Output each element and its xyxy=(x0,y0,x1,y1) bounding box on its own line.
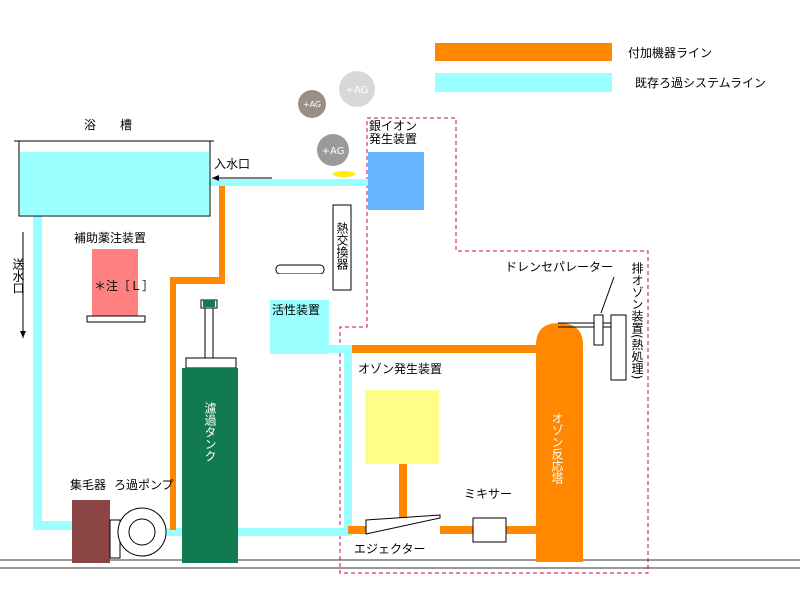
silver-ion-bubble-text: +AG xyxy=(322,146,345,157)
chemical-injector-body xyxy=(92,249,138,316)
bath-water xyxy=(20,152,209,215)
outlet-arrowhead xyxy=(20,331,26,338)
silver-ion-bubble xyxy=(298,90,326,118)
hair-catcher-body xyxy=(72,500,110,563)
bath-label: 浴 槽 xyxy=(84,118,132,132)
silver-ion-glow xyxy=(333,171,355,177)
silver-ion-generator-body xyxy=(368,152,424,210)
activation-unit-label: 活性装置 xyxy=(272,303,320,317)
ejector-body xyxy=(365,514,441,535)
filter-tank-top xyxy=(185,357,237,369)
heat-exchanger-label: 熱交換器 xyxy=(335,222,349,271)
ozone-reactor-body xyxy=(536,323,583,562)
legend-existing-line-swatch xyxy=(435,73,612,92)
silver-ion-bubble xyxy=(339,71,375,107)
silver-ion-bubble xyxy=(317,134,349,166)
filter-tank-cap xyxy=(203,300,215,307)
exhaust-ozone-label: 排オゾン装置(熱処理) xyxy=(630,262,644,380)
exhaust-ozone-body xyxy=(610,314,627,381)
inlet-arrowhead xyxy=(212,175,219,181)
mixer-body xyxy=(472,517,507,543)
chemical-injector-label: 補助薬注装置 xyxy=(74,230,146,245)
activation-unit-cap xyxy=(275,264,325,275)
filter-tank-label: 濾過タンク xyxy=(203,401,217,462)
ejector-label: エジェクター xyxy=(354,542,426,556)
filter-pump-impeller xyxy=(128,518,156,546)
filter-tank-body xyxy=(182,368,238,563)
ozone-generator-label: オゾン発生装置 xyxy=(358,362,442,376)
legend-added-line-swatch xyxy=(435,43,612,61)
bath-outlet-label: 送水口 xyxy=(11,257,25,294)
existing-piping xyxy=(33,179,370,536)
legend-added-line-label: 付加機器ライン xyxy=(628,45,712,60)
chemical-injector-base xyxy=(86,315,146,323)
heat-exchanger-body xyxy=(332,204,352,291)
added-equipment-boundary xyxy=(339,117,649,574)
mixer-label: ミキサー xyxy=(464,487,512,501)
ozone-reactor-label: オゾン反応塔 xyxy=(550,412,564,485)
silver-ion-bubble-text: +AG xyxy=(303,100,321,109)
legend-existing-line-label: 既存ろ過システムライン xyxy=(635,76,766,90)
activation-unit-band xyxy=(270,274,329,300)
ozone-generator-body xyxy=(365,390,439,464)
hair-catcher-label: 集毛器 xyxy=(70,477,106,492)
chemical-injector-marker: ＊注［Ｌ］ xyxy=(94,278,154,293)
bath-inlet-label: 入水口 xyxy=(214,157,250,171)
added-piping xyxy=(170,186,537,534)
filter-pump-label: ろ過ポンプ xyxy=(114,478,174,492)
drain-separator-body xyxy=(593,314,604,346)
filter-tank-pipe xyxy=(204,307,214,361)
silver-ion-label-line1: 銀イオン xyxy=(369,119,417,133)
drain-separator-pointer xyxy=(600,276,615,314)
silver-ion-bubble-text: +AG xyxy=(346,85,369,96)
silver-ion-label-line2: 発生装置 xyxy=(369,132,417,146)
drain-separator-label: ドレンセパレーター xyxy=(505,260,613,274)
